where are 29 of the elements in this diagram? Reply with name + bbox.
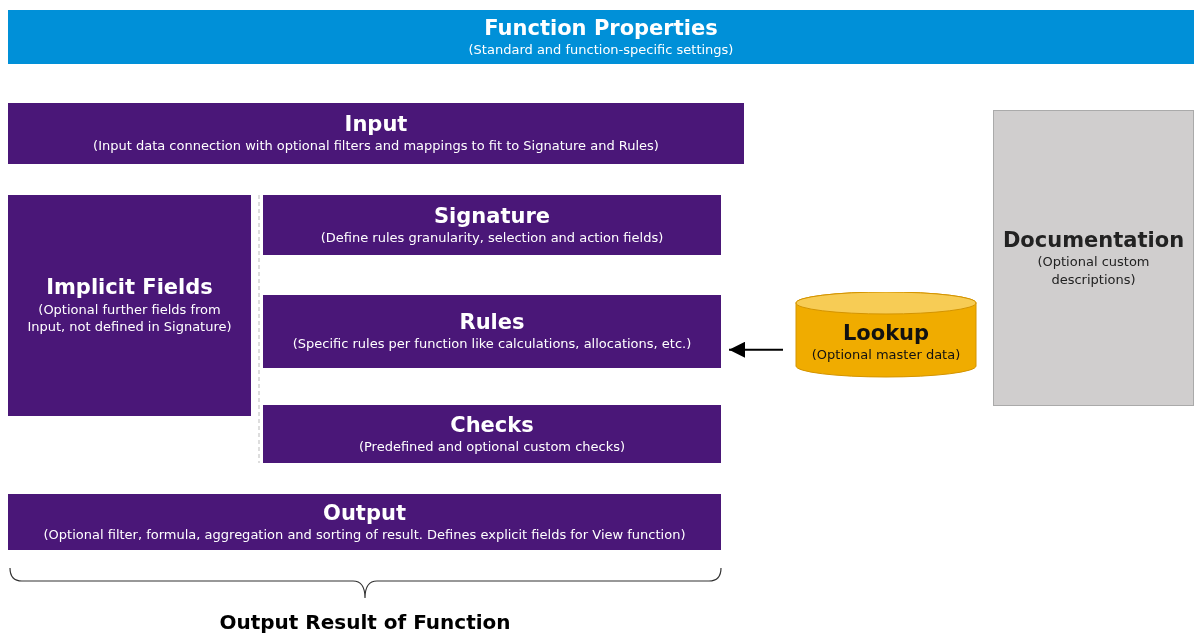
box-description: (Optional further fields from Input, not defined in Signature) xyxy=(26,300,233,336)
side-panel xyxy=(993,110,1194,406)
box-title: Documentation xyxy=(1002,227,1185,254)
box-description: (Specific rules per function like calculations, allocations, etc.) xyxy=(292,335,692,353)
box-description: (Standard and function-specific settings) xyxy=(468,40,734,59)
process-box xyxy=(263,295,721,368)
box-description: (Optional master data) xyxy=(811,345,961,364)
box-title: Input xyxy=(344,112,408,138)
box-title: Rules xyxy=(459,310,525,336)
box-description: (Predefined and optional custom checks) xyxy=(358,437,626,456)
box-description: (Define rules granularity, selection and action fields) xyxy=(320,228,664,247)
box-title: Lookup xyxy=(842,320,930,346)
box-title: Checks xyxy=(450,412,534,438)
box-description: (Optional filter, formula, aggregation and sorting of result. Defines explicit fields for View function) xyxy=(43,525,686,544)
process-box xyxy=(263,405,721,463)
header-band xyxy=(8,10,1194,64)
process-box xyxy=(8,103,744,164)
box-description: (Optional custom descriptions) xyxy=(1036,253,1151,289)
arrow xyxy=(728,341,784,358)
process-box xyxy=(263,195,721,255)
box-description: (Input data connection with optional filters and mappings to fit to Signature and Rules) xyxy=(93,137,659,155)
process-box xyxy=(8,494,721,550)
box-title: Implicit Fields xyxy=(46,275,213,301)
box-title: Function Properties xyxy=(484,15,718,41)
brace-label: Output Result of Function xyxy=(219,610,511,634)
database-cylinder xyxy=(795,292,977,378)
box-title: Output xyxy=(323,500,406,526)
process-box xyxy=(8,195,251,416)
box-title: Signature xyxy=(433,203,551,229)
